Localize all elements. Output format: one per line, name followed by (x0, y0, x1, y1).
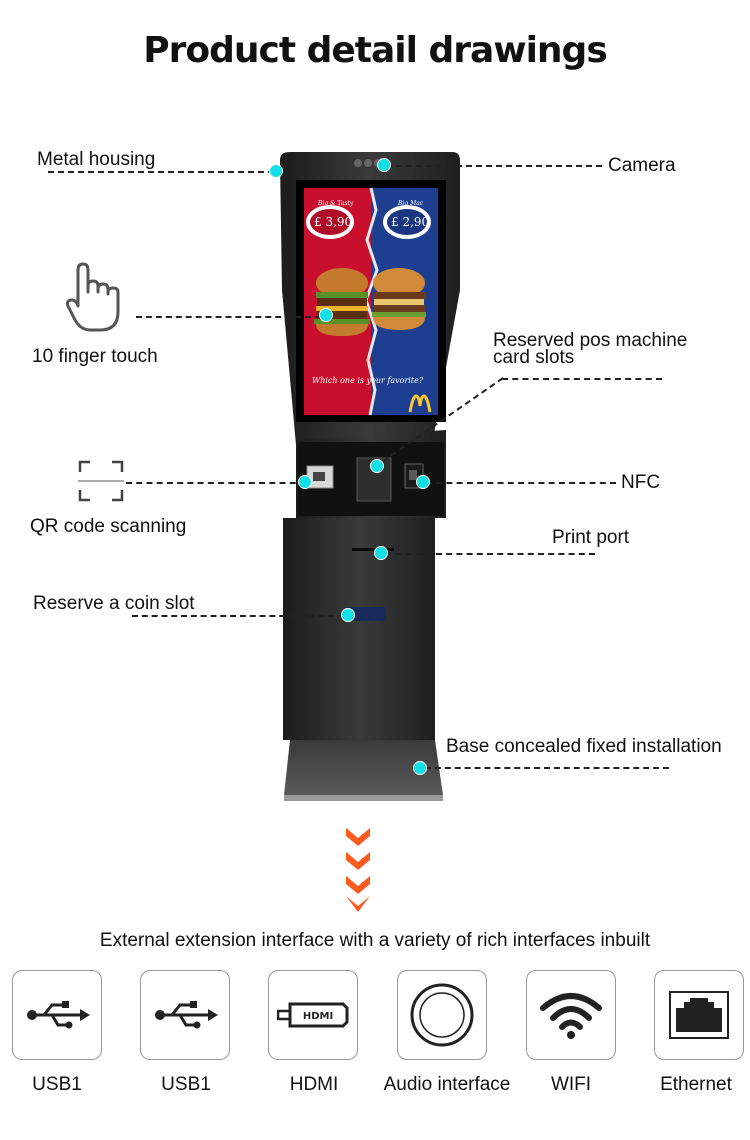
finger-touch-leader (136, 316, 321, 318)
pos-slots-leader-horizontal (502, 378, 662, 380)
finger-touch-label: 10 finger touch (32, 346, 158, 367)
wifi-caption: WIFI (550, 1074, 592, 1095)
touch-hand-icon (66, 262, 120, 332)
finger-touch-marker (319, 308, 333, 322)
ethernet-caption: Ethernet (660, 1074, 732, 1095)
hdmi-port-card: HDMI (268, 970, 358, 1060)
usb-caption: USB1 (32, 1074, 82, 1095)
base-label: Base concealed fixed installation (446, 736, 722, 757)
print-port-slot (352, 548, 394, 551)
page-title: Product detail drawings (143, 30, 608, 71)
pos-slots-label-line2: card slots (493, 347, 575, 368)
nfc-label: NFC (621, 472, 661, 493)
coin-slot-label: Reserve a coin slot (33, 593, 195, 614)
right-price: £ 2,90 (391, 215, 429, 229)
right-badge-caption: Big Mac (397, 200, 424, 207)
ethernet-icon (669, 991, 729, 1039)
print-port-leader (385, 553, 595, 555)
qr-leader (126, 482, 306, 484)
burger-left-illustration (314, 268, 370, 336)
left-price: £ 3,90 (314, 215, 352, 229)
usb-icon (27, 1001, 90, 1029)
nfc-marker (416, 475, 430, 489)
nfc-leader (426, 482, 616, 484)
arches-logo-icon (408, 394, 432, 413)
qr-marker (298, 475, 312, 489)
pos-slots-leader-diagonal (378, 377, 504, 465)
usb-port-card (12, 970, 102, 1060)
qr-label: QR code scanning (30, 516, 187, 537)
kiosk-pillar (283, 518, 435, 740)
base-leader (425, 767, 669, 769)
usb-caption-2: USB1 (161, 1074, 211, 1095)
usb-icon (155, 1001, 218, 1029)
camera-marker (377, 158, 391, 172)
usb-port-card-2 (140, 970, 230, 1060)
wifi-icon (540, 993, 602, 1039)
metal-housing-leader (48, 171, 274, 173)
coin-slot-leader (132, 615, 344, 617)
hdmi-port-text: HDMI (303, 1011, 333, 1022)
metal-housing-marker (269, 164, 283, 178)
screen-bottom-text: Which one is your favorite? (312, 376, 424, 385)
burger-right-illustration (372, 268, 426, 330)
ethernet-port-card (654, 970, 744, 1060)
camera-leader (386, 165, 602, 167)
interfaces-subtitle: External extension interface with a vari… (99, 930, 651, 951)
qr-scan-icon (78, 460, 124, 502)
kiosk-base (284, 740, 443, 795)
print-port-label: Print port (552, 527, 630, 548)
base-marker (413, 761, 427, 775)
coin-slot (345, 607, 386, 621)
wifi-card (526, 970, 616, 1060)
print-port-marker (374, 546, 388, 560)
coin-slot-marker (341, 608, 355, 622)
audio-port-card (397, 970, 487, 1060)
camera-label: Camera (608, 155, 676, 176)
audio-caption: Audio interface (383, 1074, 511, 1095)
pos-slots-label-line1: Reserved pos machine (493, 330, 688, 351)
pos-slots-marker (370, 459, 384, 473)
metal-housing-label: Metal housing (37, 149, 156, 170)
hdmi-icon: HDMI (277, 1002, 349, 1028)
audio-jack-icon (410, 983, 474, 1047)
hdmi-caption: HDMI (289, 1074, 339, 1095)
left-badge-caption: Big & Tasty (317, 200, 354, 207)
chevron-down-icon (346, 828, 370, 912)
